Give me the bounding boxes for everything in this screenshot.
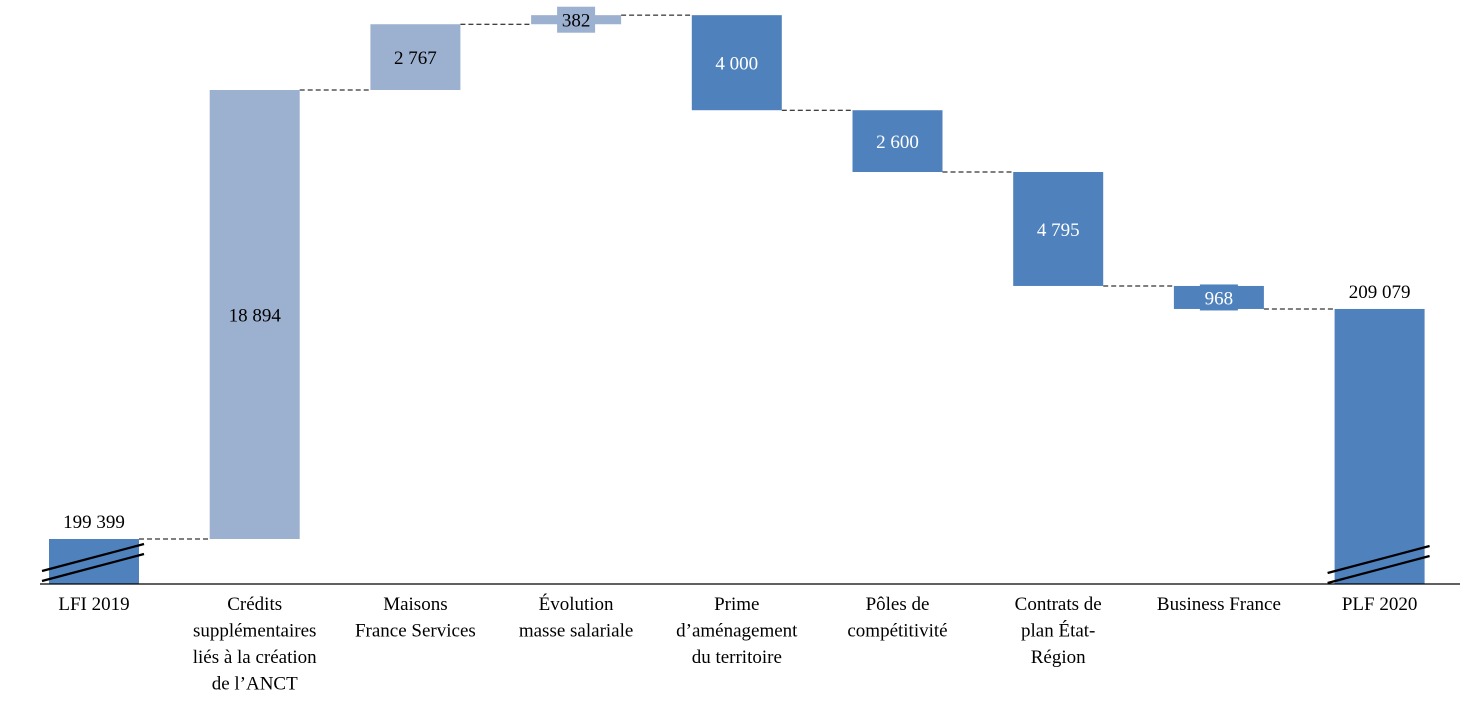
category-tick-label: supplémentaires [193,621,316,642]
category-tick-label: LFI 2019 [58,594,129,615]
bar-decrease [1013,172,1104,286]
category-tick-label: France Services [355,621,476,642]
axis-break-mark [41,542,145,573]
data-label: 4 795 [1037,220,1080,241]
category-tick-label: compétitivité [847,621,947,642]
bar-total [49,539,139,584]
data-label: 2 767 [394,48,437,69]
category-tick-label: PLF 2020 [1342,594,1418,615]
data-label: 4 000 [715,54,758,75]
bar-decrease [852,110,943,173]
category-tick-label: du territoire [692,647,782,668]
data-label: 382 [562,11,591,32]
category-tick-label: Évolution [539,593,614,615]
bar-increase [209,90,300,539]
category-tick-label: Crédits [227,594,282,615]
data-label: 968 [1205,288,1234,309]
data-label: 199 399 [63,512,125,533]
data-label-background [557,6,596,33]
category-tick-label: Business France [1157,594,1281,615]
bar-increase [370,24,461,90]
category-tick-label: Prime [714,594,759,615]
bar-total [1334,308,1425,584]
category-tick-label: Contrats de [1015,594,1102,615]
data-label-background [1199,284,1238,311]
data-label: 209 079 [1349,282,1411,303]
category-tick-label: d’aménagement [676,621,798,642]
category-tick-label: de l’ANCT [212,674,298,695]
category-tick-label: Région [1031,647,1086,668]
data-label: 18 894 [229,306,282,327]
category-tick-label: Pôles de [866,594,930,615]
category-tick-label: Maisons [383,594,447,615]
axis-break-mark [1327,544,1430,575]
category-tick-label: masse salariale [519,621,633,642]
axis-break-mark [1327,554,1430,585]
category-tick-label: plan État- [1021,620,1095,642]
bar-decrease [691,15,782,111]
category-tick-label: liés à la création [193,647,317,668]
axis-break-mark [41,552,145,583]
data-label: 2 600 [876,132,919,153]
